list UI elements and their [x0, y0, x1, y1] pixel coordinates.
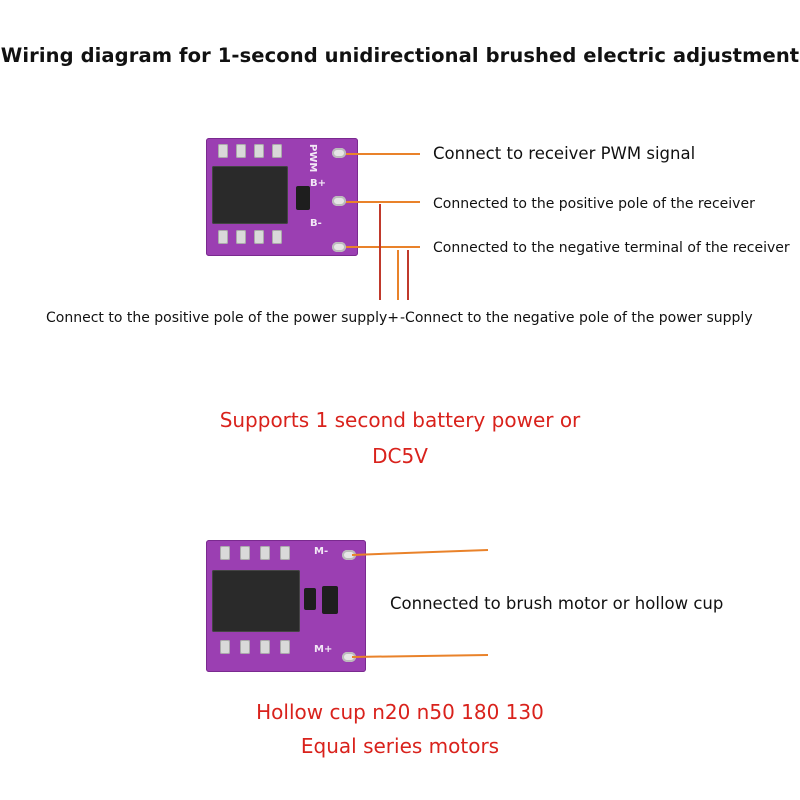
silk-b-minus: B- [310, 218, 322, 229]
smd-component [322, 586, 338, 614]
motor-text-line1: Hollow cup n20 n50 180 130 [256, 700, 544, 724]
driver-board-top: PWM B+ B- [206, 138, 358, 256]
wire-motor-plus [351, 654, 489, 658]
solder-hole-m-plus [342, 652, 356, 662]
wire-motor-minus [351, 549, 489, 556]
page-title: Wiring diagram for 1-second unidirection… [0, 44, 800, 67]
pad [260, 640, 270, 654]
pad [254, 230, 264, 244]
label-motor: Connected to brush motor or hollow cup [390, 594, 724, 613]
pad [220, 640, 230, 654]
pad [240, 640, 250, 654]
solder-hole-b-minus [332, 242, 346, 252]
pad [260, 546, 270, 560]
silk-m-minus: M- [314, 546, 329, 557]
support-text-line1: Supports 1 second battery power or [219, 408, 581, 432]
label-pwm-signal: Connect to receiver PWM signal [433, 144, 696, 163]
smd-component [296, 186, 310, 210]
pad [254, 144, 264, 158]
pad [272, 144, 282, 158]
label-receiver-negative: Connected to the negative terminal of th… [433, 240, 790, 256]
pad [280, 546, 290, 560]
driver-board-bottom: M- M+ [206, 540, 366, 672]
pad [280, 640, 290, 654]
pad [236, 230, 246, 244]
smd-component [304, 588, 316, 610]
pad [272, 230, 282, 244]
label-receiver-positive: Connected to the positive pole of the re… [433, 196, 755, 212]
solder-hole-pwm [332, 148, 346, 158]
pad [218, 230, 228, 244]
pad [236, 144, 246, 158]
motor-text-line2: Equal series motors [300, 734, 500, 758]
ic-chip [212, 570, 300, 632]
ic-chip [212, 166, 288, 224]
label-supply-negative: -Connect to the negative pole of the pow… [400, 310, 753, 326]
pad [220, 546, 230, 560]
pad [218, 144, 228, 158]
silk-b-plus: B+ [310, 178, 327, 189]
pad [240, 546, 250, 560]
solder-hole-m-minus [342, 550, 356, 560]
label-supply-positive: Connect to the positive pole of the powe… [46, 310, 399, 326]
solder-hole-b-plus [332, 196, 346, 206]
support-text-line2: DC5V [372, 444, 428, 468]
silk-m-plus: M+ [314, 644, 333, 655]
